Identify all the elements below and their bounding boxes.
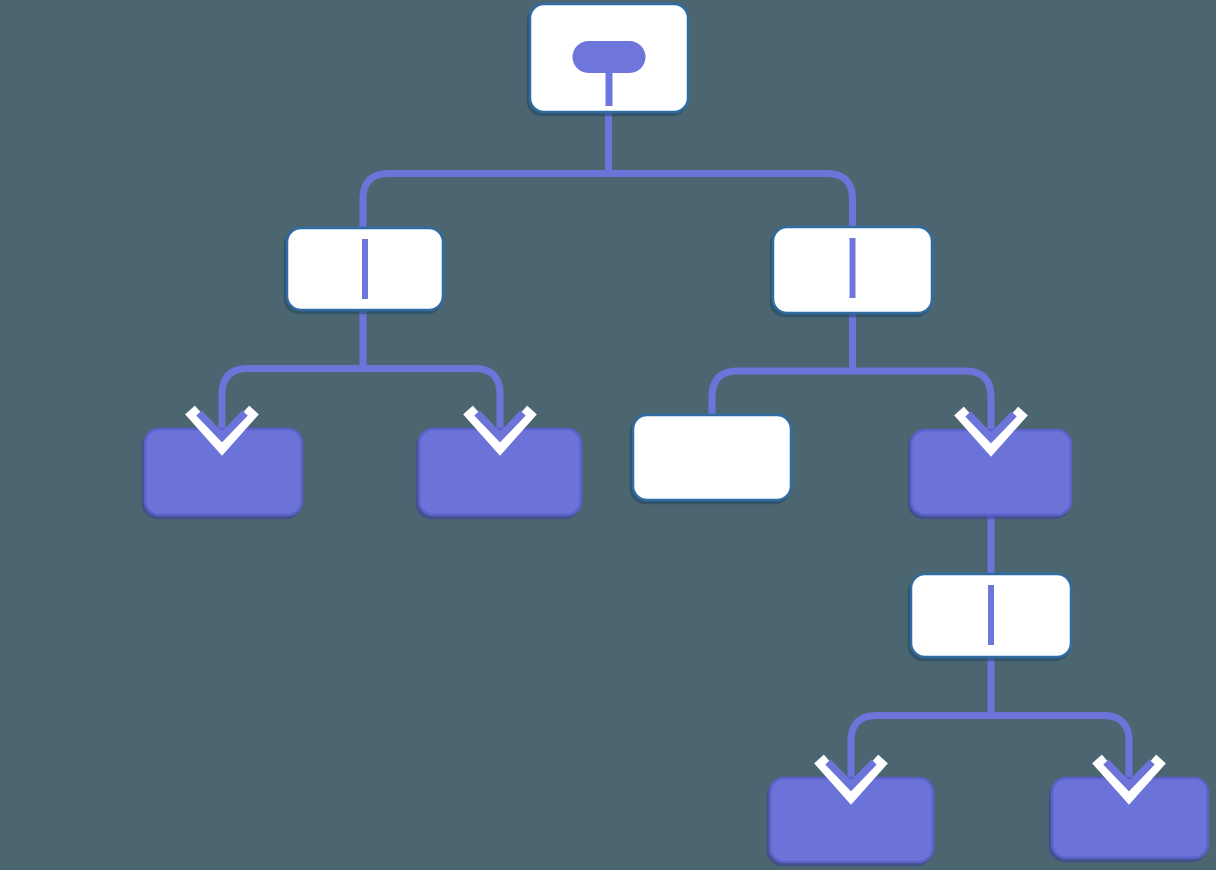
double-chevron-down-icon [1092, 754, 1166, 805]
double-chevron-down-icon [954, 406, 1028, 457]
edge-branch-bottom-to-leaf-1 [847, 653, 995, 782]
icon-layer [362, 41, 994, 645]
double-chevron-down-icon [463, 405, 537, 456]
edge-branch-right-to-white [708, 309, 856, 419]
arrow-layer [185, 405, 1166, 805]
vertical-line-icon [849, 238, 856, 298]
root-pill-icon [572, 41, 646, 106]
node-leaf-left-1[interactable] [143, 427, 304, 517]
vertical-line-icon [362, 239, 368, 299]
node-layer [143, 2, 1210, 864]
edge-branch-right-to-purple [849, 309, 995, 434]
edge-branch-left-to-leaf-2 [359, 307, 504, 433]
node-leaf-bottom-1[interactable] [768, 776, 935, 864]
double-chevron-down-icon [814, 754, 888, 805]
edge-branch-left-to-leaf-1 [218, 307, 367, 433]
vertical-line-icon [988, 585, 994, 645]
node-leaf-bottom-2[interactable] [1050, 776, 1210, 860]
node-leaf-left-2[interactable] [417, 427, 583, 517]
node-node-right[interactable] [909, 428, 1073, 517]
edge-branch-bottom-to-leaf-2 [987, 653, 1133, 782]
edge-root-to-branch-right [605, 110, 856, 230]
edge-root-to-branch-left [359, 110, 612, 231]
node-leaf-white[interactable] [631, 413, 793, 502]
double-chevron-down-icon [185, 405, 259, 456]
connector-layer [218, 110, 1133, 782]
